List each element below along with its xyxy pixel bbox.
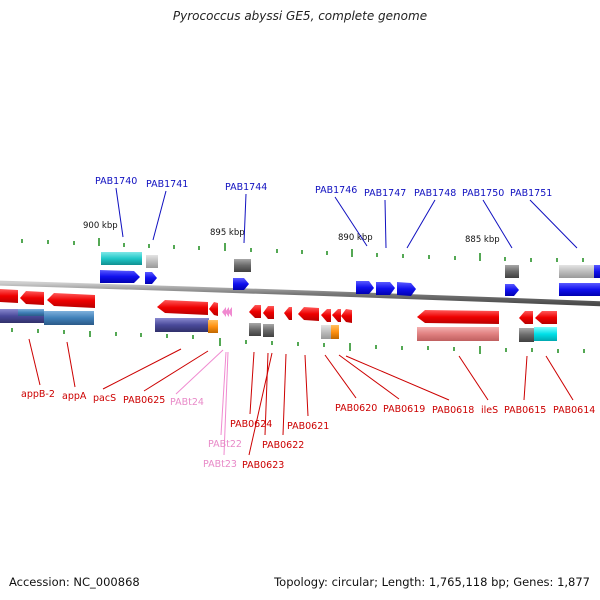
gene-arrow-reverse [321, 309, 331, 322]
gene-label-pab1741[interactable]: PAB1741 [146, 179, 188, 190]
gene-product-bar [505, 265, 519, 278]
gene-product-bar [234, 259, 251, 272]
gene-label-pab1740[interactable]: PAB1740 [95, 176, 137, 187]
gene-arrow-reverse [0, 289, 18, 303]
gene-arrow-forward [356, 281, 374, 294]
gene-label-pab0615[interactable]: PAB0615 [504, 405, 546, 416]
gene-arrow-reverse [284, 307, 292, 320]
gene-label-appb-2[interactable]: appB-2 [21, 389, 55, 400]
gene-label-pab0620[interactable]: PAB0620 [335, 403, 377, 414]
gene-product-bar [155, 318, 209, 332]
gene-product-bar [417, 327, 499, 341]
gene-product-bar [331, 325, 339, 339]
accession-text: Accession: NC_000868 [9, 575, 140, 589]
gene-arrow-forward [505, 284, 519, 296]
gene-label-pab1747[interactable]: PAB1747 [364, 188, 406, 199]
scale-label-895: 895 kbp [210, 228, 245, 238]
scale-label-885: 885 kbp [465, 235, 500, 245]
gene-arrow-reverse [332, 309, 341, 322]
gene-label-pab0614[interactable]: PAB0614 [553, 405, 595, 416]
gene-product-bar [559, 265, 600, 278]
gene-arrow-reverse [519, 311, 533, 324]
gene-label-appa[interactable]: appA [62, 391, 87, 402]
gene-arrow-forward [100, 270, 140, 283]
gene-label-pab1746[interactable]: PAB1746 [315, 185, 357, 196]
gene-label-pabt24[interactable]: PABt24 [170, 397, 204, 408]
gene-arrow-forward [397, 282, 416, 296]
gene-arrow-reverse [157, 300, 208, 315]
gene-product-bar [594, 265, 600, 278]
gene-label-iles[interactable]: ileS [481, 405, 498, 416]
page-title: Pyrococcus abyssi GE5, complete genome [172, 9, 428, 23]
lower-callout-lines [28, 338, 574, 456]
gene-arrow-forward [145, 272, 157, 284]
gene-arrow-reverse [20, 291, 44, 305]
gene-arrow-reverse [417, 310, 499, 324]
gene-product-bar [321, 325, 331, 339]
gene-label-pab1750[interactable]: PAB1750 [462, 188, 504, 199]
upper-scale-ticks [21, 238, 584, 262]
gene-product-bar [249, 323, 261, 336]
trna-callout-lines [175, 349, 229, 456]
gene-label-pab0621[interactable]: PAB0621 [287, 421, 329, 432]
gene-label-pab0619[interactable]: PAB0619 [383, 404, 425, 415]
gene-product-bar [146, 255, 158, 268]
upper-callout-lines [115, 187, 578, 249]
gene-arrow-reverse [209, 302, 218, 316]
gene-product-bar [534, 327, 557, 341]
gene-label-pab0618[interactable]: PAB0618 [432, 405, 474, 416]
gene-arrow-reverse [263, 306, 274, 319]
genome-backbone [0, 280, 600, 307]
gene-product-bar [18, 309, 44, 316]
gene-product-bar [519, 328, 534, 342]
gene-arrow-reverse [249, 305, 261, 318]
gene-label-pab0625[interactable]: PAB0625 [123, 395, 165, 406]
scale-label-890: 890 kbp [338, 233, 373, 243]
gene-label-pabt23[interactable]: PABt23 [203, 459, 237, 470]
gene-arrow-forward [559, 283, 600, 296]
gene-label-pab1744[interactable]: PAB1744 [225, 182, 267, 193]
gene-arrow-forward [233, 278, 249, 290]
gene-label-pab0623[interactable]: PAB0623 [242, 460, 284, 471]
gene-label-pab1748[interactable]: PAB1748 [414, 188, 456, 199]
gene-product-bar [101, 252, 142, 265]
gene-label-pabt22[interactable]: PABt22 [208, 439, 242, 450]
gene-label-pab0622[interactable]: PAB0622 [262, 440, 304, 451]
gene-product-bar [208, 320, 218, 333]
gene-arrow-reverse [47, 293, 95, 308]
topology-text: Topology: circular; Length: 1,765,118 bp… [274, 575, 590, 589]
gene-arrow-reverse [341, 309, 352, 323]
scale-label-900: 900 kbp [83, 221, 118, 231]
gene-product-bar [263, 324, 274, 337]
gene-label-pab1751[interactable]: PAB1751 [510, 188, 552, 199]
gene-arrow-forward [376, 282, 395, 295]
lower-scale-ticks [11, 328, 585, 354]
gene-arrow-reverse [535, 311, 557, 324]
gene-label-pacs[interactable]: pacS [93, 393, 116, 404]
trna-cluster [222, 307, 232, 317]
gene-arrow-reverse [298, 307, 319, 321]
gene-product-bar [44, 311, 94, 325]
gene-label-pab0624[interactable]: PAB0624 [230, 419, 272, 430]
